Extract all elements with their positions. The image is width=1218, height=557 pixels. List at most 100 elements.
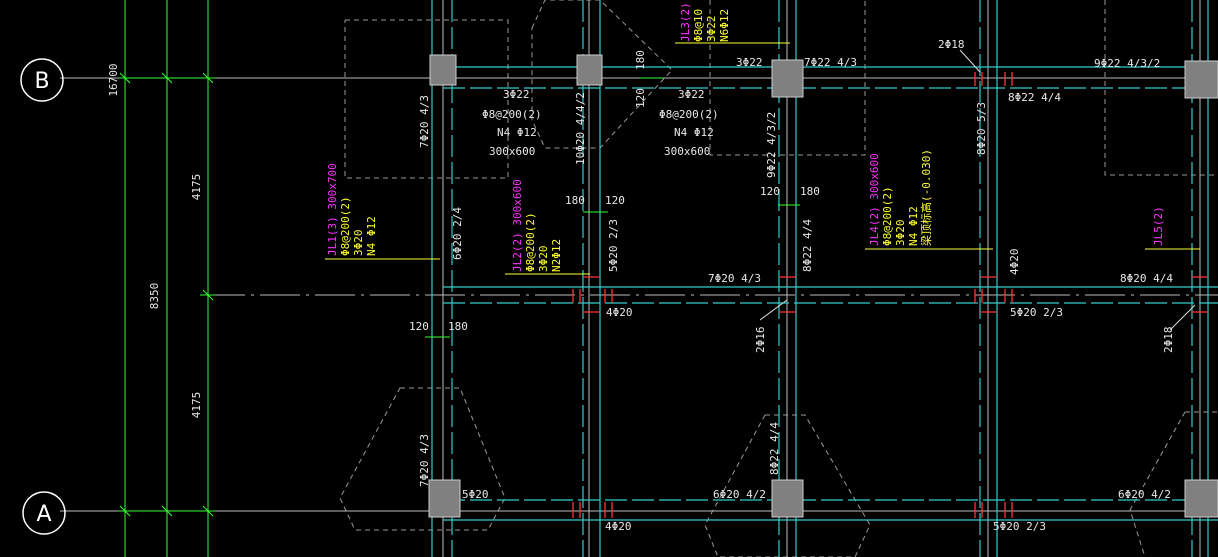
dim-slash-1 [119,72,131,84]
section-callout-1[interactable]: 3Φ22 Φ8@200(2) N4 Φ12 300x600 [482,88,542,158]
rebar-r11[interactable]: 5Φ20 2/3 [607,219,620,272]
offset-180-b: 180 [565,194,585,207]
dim-slash-4 [119,505,131,517]
jl4-stirrup: Φ8@200(2) [881,186,894,246]
jl3-side: N6Φ12 [718,9,731,42]
jl3-stirrup: Φ8@10 [692,9,705,42]
column-a3[interactable] [771,479,804,518]
rebar-r14[interactable]: 4Φ20 [606,306,633,319]
dimension-lines [118,0,800,557]
rebar-r4[interactable]: 3Φ22 [736,56,763,69]
jl1-stirrup: Φ8@200(2) [339,196,352,256]
rebar-r3[interactable]: 9Φ22 4/3/2 [765,112,778,178]
rebar-r1[interactable]: 7Φ20 4/3 [418,95,431,148]
axis-bubble-a[interactable]: A [22,491,66,535]
dim-slash-5 [161,505,173,517]
callout1-d: 300x600 [489,145,535,158]
beam-edges [431,0,1218,557]
jl2-label[interactable]: JL2(2) 300x600 Φ8@200(2) 3Φ20 N2Φ12 [511,179,563,272]
dim-text-16700: 16700 [107,63,120,96]
jl4-name: JL4(2) 300x600 [868,153,881,246]
jl5-name[interactable]: JL5(2) [1152,206,1165,246]
red-rebar-marks [572,72,1208,518]
jl1-side: N4 Φ12 [365,216,378,256]
rebar-r10[interactable]: 6Φ20 2/4 [451,207,464,260]
dim-text-4175-top: 4175 [190,174,203,201]
axis-label-b: B [34,69,49,94]
rebar-r20[interactable]: 7Φ20 4/3 [418,434,431,487]
jl2-stirrup: Φ8@200(2) [524,212,537,272]
jl2-side: N2Φ12 [550,239,563,272]
bubble-circle-a [22,491,66,535]
rebar-r7[interactable]: 9Φ22 4/3/2 [1094,57,1160,70]
rebar-r6[interactable]: 2Φ18 [938,38,965,51]
jl1-label[interactable]: JL1(3) 300x700 Φ8@200(2) 3Φ20 N4 Φ12 [326,163,378,256]
jl1-name: JL1(3) 300x700 [326,163,339,256]
rebar-r25[interactable]: 4Φ20 [605,520,632,533]
footing-outline-2 [531,0,673,149]
jl2-bottom: 3Φ20 [537,246,550,273]
offset-180-a: 180 [634,50,647,70]
offset-180-d: 180 [448,320,468,333]
jl4-elevation: 梁顶标高(-0.030) [919,149,933,246]
column-a5[interactable] [1184,479,1218,518]
offset-120-a: 120 [634,88,647,108]
leader-2d18-top [959,49,981,73]
dim-slash-6 [202,505,214,517]
offset-120-d: 120 [409,320,429,333]
leader-2d18-right [1169,304,1196,331]
offset-120-b: 120 [605,194,625,207]
rebar-r21[interactable]: 5Φ20 [462,488,489,501]
column-b1[interactable] [429,54,457,86]
axis-label-a: A [36,502,51,527]
dim-slash-7 [202,289,214,301]
rebar-r9[interactable]: 8Φ20 5/3 [975,102,988,155]
rebar-r16[interactable]: 4Φ20 [1008,249,1021,276]
callout2-a: 3Φ22 [678,88,705,101]
rebar-r17[interactable]: 5Φ20 2/3 [1010,306,1063,319]
column-a1[interactable] [428,479,461,518]
rebar-r5[interactable]: 7Φ22 4/3 [804,56,857,69]
rebar-r18[interactable]: 2Φ16 [754,327,767,354]
rebar-r22[interactable]: 6Φ20 4/2 [713,488,766,501]
dim-text-8350: 8350 [148,283,161,310]
jl1-bottom: 3Φ20 [352,230,365,257]
dim-slash-2 [161,72,173,84]
rebar-r8[interactable]: 8Φ22 4/4 [1008,91,1061,104]
rebar-r23[interactable]: 8Φ22 4/4 [768,422,781,475]
dim-text-4175-bot: 4175 [190,392,203,419]
dim-slash-3 [202,72,214,84]
column-b2[interactable] [576,54,603,86]
rebar-r13[interactable]: 7Φ20 4/3 [708,272,761,285]
jl4-label[interactable]: JL4(2) 300x600 Φ8@200(2) 3Φ20 N4 Φ12 梁顶标… [868,149,933,246]
rebar-r24[interactable]: 6Φ20 4/2 [1118,488,1171,501]
grid-lines [60,0,1218,557]
rebar-r2[interactable]: 10Φ20 4/4/2 [574,92,587,165]
rebar-r19[interactable]: 2Φ18 [1162,327,1175,354]
rebar-r15[interactable]: 8Φ20 4/4 [1120,272,1173,285]
bubble-circle-b [20,58,64,102]
callout2-c: N4 Φ12 [674,126,714,139]
callout2-b: Φ8@200(2) [659,108,719,121]
rebar-r26[interactable]: 5Φ20 2/3 [993,520,1046,533]
column-b5[interactable] [1184,60,1218,99]
offset-180-c: 180 [800,185,820,198]
jl4-bottom: 3Φ20 [894,220,907,247]
rebar-r12[interactable]: 8Φ22 4/4 [801,219,814,272]
callout1-b: Φ8@200(2) [482,108,542,121]
callout1-a: 3Φ22 [503,88,530,101]
footing-outline-8 [1129,411,1186,557]
rebar-leaders [759,49,1196,331]
jl3-name: JL3(2) [679,2,692,42]
footing-outline-6 [704,414,871,557]
columns [428,54,1218,518]
section-callout-2[interactable]: 3Φ22 Φ8@200(2) N4 Φ12 300x600 [659,88,719,158]
jl3-label[interactable]: JL3(2) Φ8@10 3Φ22 N6Φ12 [679,2,731,42]
axis-bubble-b[interactable]: B [20,58,64,102]
jl4-side: N4 Φ12 [907,206,920,246]
leader-lines [325,42,1200,275]
column-b3[interactable] [771,59,804,98]
leader-2d16 [759,299,788,321]
